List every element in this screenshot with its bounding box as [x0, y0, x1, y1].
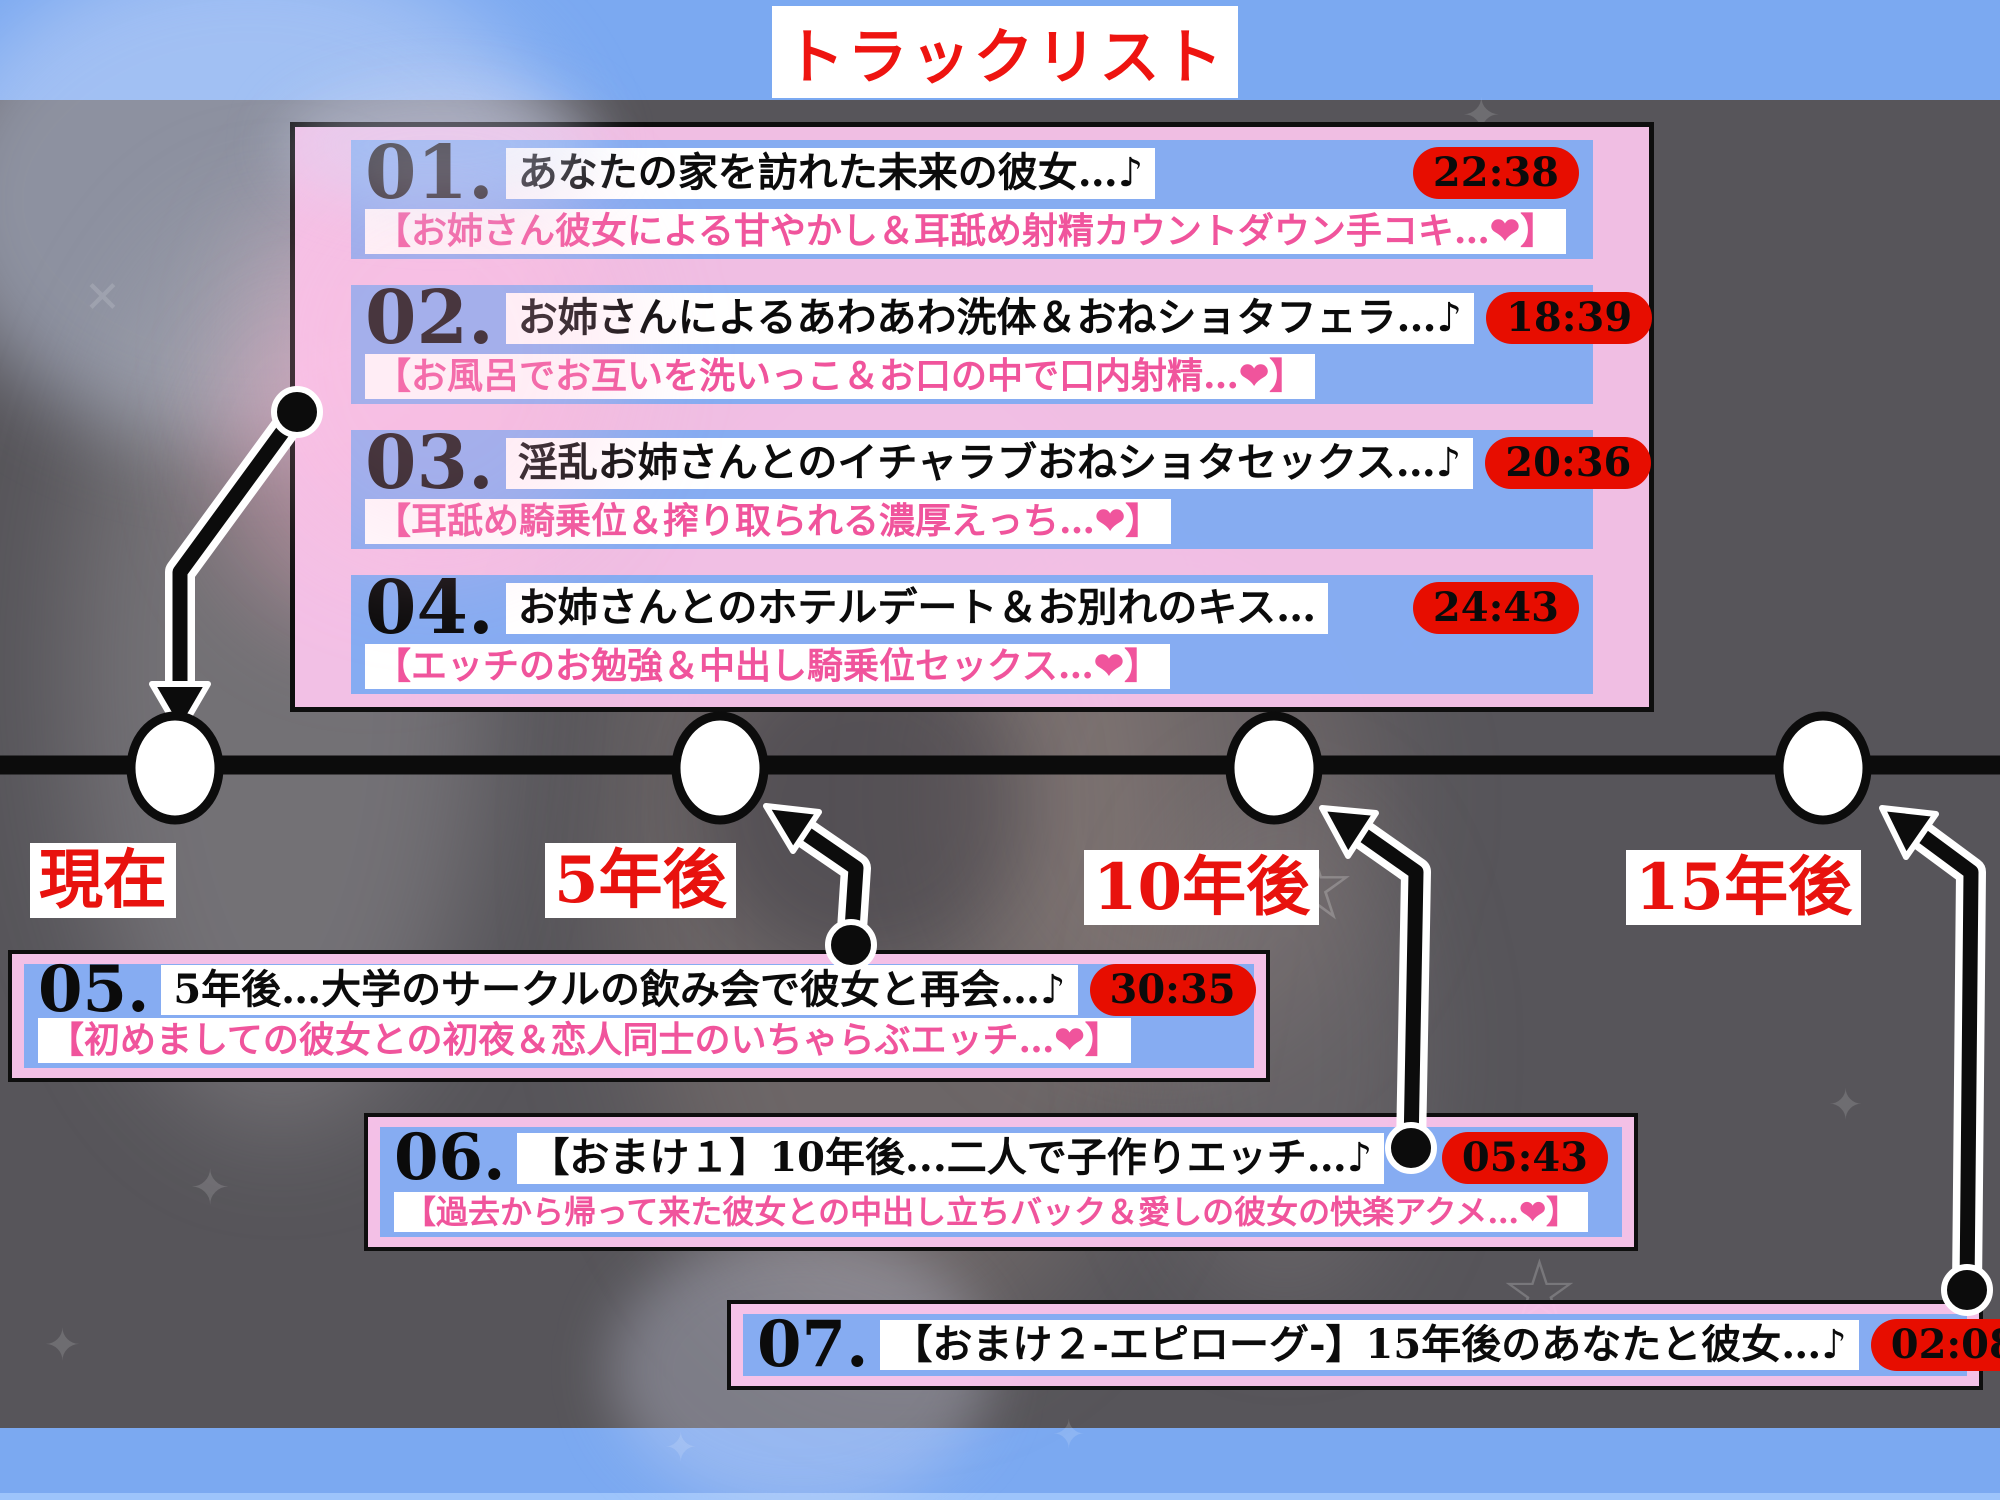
track-title: 【おまけ１】10年後...二人で子作りエッチ…♪ — [517, 1132, 1385, 1184]
tracklist-panel-05: 05. 5年後…大学のサークルの飲み会で彼女と再会…♪ 30:35 【初めまして… — [8, 950, 1270, 1082]
track-title: あなたの家を訪れた未来の彼女…♪ — [505, 148, 1156, 199]
duration-badge: 05:43 — [1441, 1132, 1608, 1185]
footer-band — [0, 1428, 2000, 1500]
track-row-04: 04. お姉さんとのホテルデート＆お別れのキス… 24:43 【エッチのお勉強＆… — [351, 564, 1593, 694]
track-row-06: 06. 【おまけ１】10年後...二人で子作りエッチ…♪ 05:43 【過去から… — [380, 1120, 1622, 1237]
track-subtitle: 【お風呂でお互いを洗いっこ＆お口の中で口内射精…❤】 — [365, 353, 1316, 399]
arrow-to-present — [149, 397, 312, 735]
track-row-07: 07. 【おまけ２-エピローグ-】15年後のあなたと彼女…♪ 02:08 — [743, 1306, 2000, 1382]
track-row-02: 02. お姉さんによるあわあわ洗体＆おねショタフェラ…♪ 18:39 【お風呂で… — [351, 274, 1653, 404]
track-title: 淫乱お姉さんとのイチャラブおねショタセックス…♪ — [505, 438, 1474, 489]
sparkle-icon: ✦ — [44, 1320, 81, 1371]
page-title: トラックリスト — [784, 22, 1226, 93]
timeline-label-present: 現在 — [30, 843, 176, 919]
duration-badge: 02:08 — [1870, 1319, 2000, 1371]
track-title: お姉さんによるあわあわ洗体＆おねショタフェラ…♪ — [505, 293, 1475, 344]
cross-sparkle-icon: ✕ — [84, 272, 121, 323]
duration-badge: 24:43 — [1412, 582, 1579, 635]
track-title: 5年後…大学のサークルの飲み会で彼女と再会…♪ — [161, 964, 1078, 1016]
tracklist-panel-07: 07. 【おまけ２-エピローグ-】15年後のあなたと彼女…♪ 02:08 — [727, 1300, 2000, 1390]
sparkle-icon: ✦ — [190, 1160, 231, 1216]
track-row-03: 03. 淫乱お姉さんとのイチャラブおねショタセックス…♪ 20:36 【耳舐め騎… — [351, 419, 1652, 549]
arrow-to-5years — [763, 803, 871, 960]
track-row-05: 05. 5年後…大学のサークルの飲み会で彼女と再会…♪ 30:35 【初めまして… — [24, 951, 1256, 1068]
timeline-node-10years — [1225, 711, 1323, 825]
track-subtitle: 【エッチのお勉強＆中出し騎乗位セックス…❤】 — [365, 643, 1171, 689]
track-number: 04. — [365, 564, 494, 651]
track-subtitle: 【過去から帰って来た彼女との中出し立ちバック＆愛しの彼女の快楽アクメ…❤】 — [394, 1191, 1589, 1232]
duration-badge: 30:35 — [1089, 963, 1256, 1016]
timeline-label-10years: 10年後 — [1084, 850, 1320, 926]
track-number: 01. — [365, 129, 494, 216]
track-row-01: 01. あなたの家を訪れた未来の彼女…♪ 22:38 【お姉さん彼女による甘やか… — [351, 129, 1593, 259]
page-title-box: トラックリスト — [772, 6, 1238, 98]
track-number: 02. — [365, 274, 494, 361]
arrow-to-15years — [1879, 805, 1986, 1305]
timeline-node-5years — [671, 711, 769, 825]
timeline-node-15years — [1774, 711, 1872, 825]
duration-badge: 20:36 — [1485, 437, 1652, 490]
track-subtitle: 【初めましての彼女との初夜＆恋人同士のいちゃらぶエッチ…❤】 — [38, 1017, 1131, 1063]
arrow-to-10years — [1319, 805, 1431, 1163]
tracklist-panel-main: 01. あなたの家を訪れた未来の彼女…♪ 22:38 【お姉さん彼女による甘やか… — [290, 122, 1654, 712]
track-subtitle: 【お姉さん彼女による甘やかし＆耳舐め射精カウントダウン手コキ…❤】 — [365, 208, 1567, 254]
timeline-label-15years: 15年後 — [1626, 850, 1862, 926]
track-number: 03. — [365, 419, 494, 506]
track-number: 05. — [38, 951, 150, 1027]
timeline-label-5years: 5年後 — [545, 843, 736, 919]
track-number: 07. — [757, 1306, 869, 1382]
track-number: 06. — [394, 1120, 506, 1196]
track-subtitle: 【耳舐め騎乗位＆搾り取られる濃厚えっち…❤】 — [365, 498, 1172, 544]
track-title: 【おまけ２-エピローグ-】15年後のあなたと彼女…♪ — [880, 1319, 1859, 1371]
sparkle-icon: ✦ — [1828, 1080, 1864, 1129]
timeline-node-present — [126, 711, 224, 825]
duration-badge: 18:39 — [1486, 292, 1653, 345]
track-title: お姉さんとのホテルデート＆お別れのキス… — [505, 583, 1329, 634]
duration-badge: 22:38 — [1412, 147, 1579, 200]
tracklist-panel-06: 06. 【おまけ１】10年後...二人で子作りエッチ…♪ 05:43 【過去から… — [364, 1113, 1638, 1251]
